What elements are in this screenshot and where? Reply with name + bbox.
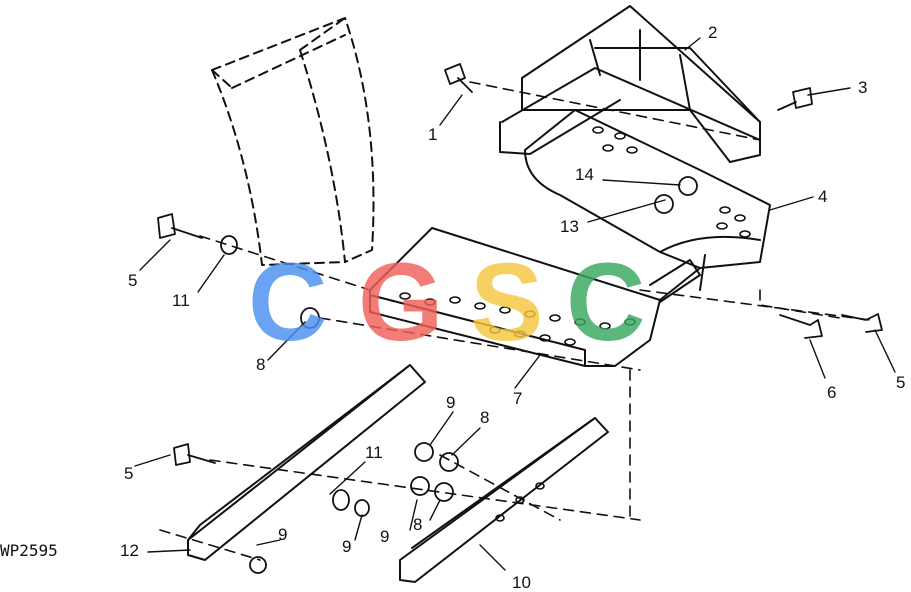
callout-labels: 1 2 3 4 5 5 5 6 7 8 8 8 9 9 9 9 10 11 11… — [0, 23, 905, 592]
callout-2: 2 — [708, 23, 717, 42]
callout-8-upper: 8 — [256, 355, 265, 374]
figure-code: WP2595 — [0, 541, 58, 560]
callout-9-top: 9 — [446, 393, 455, 412]
watermark-letter-4: C — [566, 241, 645, 364]
callout-5-right: 5 — [896, 373, 905, 392]
upper-bracket-part-2 — [499, 5, 761, 163]
callout-7: 7 — [513, 389, 522, 408]
callout-4: 4 — [818, 187, 827, 206]
watermark-letter-2: G — [358, 241, 444, 364]
callout-3: 3 — [858, 78, 867, 97]
callout-9-rail: 9 — [278, 525, 287, 544]
plate-holes — [399, 126, 751, 522]
callout-8-mid: 8 — [480, 408, 489, 427]
callout-11-upper: 11 — [172, 291, 190, 310]
upper-step-plate-part-4 — [524, 109, 771, 291]
callout-9-left: 9 — [342, 537, 351, 556]
channel-rail-part-10 — [399, 417, 609, 583]
callout-14: 14 — [575, 165, 594, 184]
callout-11-lower: 11 — [365, 443, 383, 462]
callout-9-mid: 9 — [380, 527, 389, 546]
callout-13: 13 — [560, 217, 579, 236]
assembly-centerlines — [159, 81, 871, 561]
callout-10: 10 — [512, 573, 531, 592]
callout-12: 12 — [120, 541, 139, 560]
watermark-letter-3: S — [470, 241, 543, 364]
lower-step-plate-part-7 — [369, 227, 701, 367]
channel-rail-part-12 — [187, 364, 426, 561]
fasteners — [157, 63, 883, 574]
callout-5-lower: 5 — [124, 464, 133, 483]
watermark: C G S C — [248, 241, 645, 364]
callout-5-left: 5 — [128, 271, 137, 290]
watermark-letter-1: C — [248, 241, 327, 364]
fender-phantom — [211, 17, 375, 266]
callout-8-lower: 8 — [413, 515, 422, 534]
leader-lines — [134, 37, 896, 571]
callout-6: 6 — [827, 383, 836, 402]
callout-1: 1 — [428, 125, 437, 144]
